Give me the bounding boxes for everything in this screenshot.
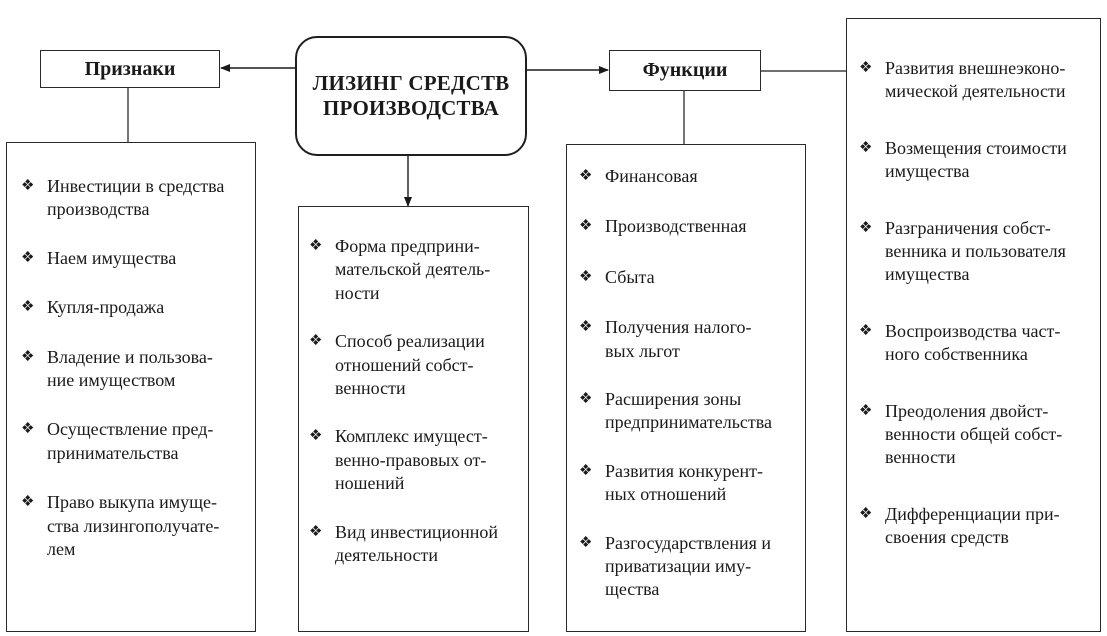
list-item: ❖ Комплекс имущест- венно-правовых от- но… <box>305 425 524 495</box>
diamond-bullet-icon: ❖ <box>859 322 873 339</box>
list-item: ❖ Расширения зоны предпринимательства <box>575 388 801 435</box>
diamond-bullet-icon: ❖ <box>579 218 593 235</box>
diamond-bullet-icon: ❖ <box>309 523 323 540</box>
list-item-text: Комплекс имущест- венно-правовых от- нош… <box>335 426 488 494</box>
signs-list-box: ❖ Инвестиции в средства производства ❖ Нае… <box>6 142 256 632</box>
list-item: ❖ Получения налого- вых льгот <box>575 316 801 363</box>
development-list-box: ❖ Развития внешнеэконо- мической деятельн… <box>846 18 1101 632</box>
diamond-bullet-icon: ❖ <box>309 238 323 254</box>
list-item-text: Способ реализации отношений собст- венно… <box>335 331 485 398</box>
diamond-bullet-icon: ❖ <box>859 219 873 236</box>
list-item-text: Форма предприни- мательской деятель- нос… <box>335 236 491 303</box>
list-item: ❖ Способ реализации отношений собст- венн… <box>305 330 524 400</box>
center-title: ЛИЗИНГ СРЕДСТВ ПРОИЗВОДСТВА <box>312 70 510 120</box>
list-item: ❖ Осуществление пред- принимательства <box>17 418 249 465</box>
list-item: ❖ Право выкупа имуще- ства лизингополучат… <box>17 491 249 561</box>
list-item-text: Наем имущества <box>47 247 177 268</box>
list-item: ❖ Возмещения стоимости имущества <box>855 137 1096 184</box>
list-item: ❖ Вид инвестиционной деятельности <box>305 521 524 568</box>
diamond-bullet-icon: ❖ <box>579 534 593 551</box>
list-item: ❖ Преодоления двойст- венности общей собс… <box>855 400 1096 470</box>
list-item-text: Купля-продажа <box>47 297 165 318</box>
diamond-bullet-icon: ❖ <box>21 178 35 194</box>
list-item: ❖ Наем имущества <box>17 247 249 270</box>
list-item-text: Инвестиции в средства производства <box>47 176 225 220</box>
list-item-text: Получения налого- вых льгот <box>605 317 752 361</box>
list-item: ❖ Владение и пользова- ние имуществом <box>17 346 249 393</box>
diamond-bullet-icon: ❖ <box>859 505 873 522</box>
list-item: ❖ Разграничения собст- венника и пользова… <box>855 217 1096 287</box>
development-list: ❖ Развития внешнеэконо- мической деятельн… <box>855 57 1096 549</box>
list-item-text: Производственная <box>605 216 747 237</box>
diamond-bullet-icon: ❖ <box>21 348 35 365</box>
list-item: ❖ Развития внешнеэконо- мической деятельн… <box>855 57 1096 104</box>
diamond-bullet-icon: ❖ <box>309 428 323 445</box>
list-item-text: Владение и пользова- ние имуществом <box>47 346 213 390</box>
center-title-box: ЛИЗИНГ СРЕДСТВ ПРОИЗВОДСТВА <box>295 36 527 156</box>
diamond-bullet-icon: ❖ <box>21 421 35 438</box>
list-item-text: Сбыта <box>605 266 655 287</box>
list-item-text: Возмещения стоимости имущества <box>885 137 1067 182</box>
diamond-bullet-icon: ❖ <box>309 333 323 350</box>
list-item-text: Преодоления двойст- венности общей собст… <box>885 400 1063 468</box>
forms-list: ❖ Форма предприни- мательской деятель- но… <box>305 235 524 567</box>
diamond-bullet-icon: ❖ <box>21 494 35 511</box>
diamond-bullet-icon: ❖ <box>579 462 593 479</box>
list-item: ❖ Производственная <box>575 215 801 238</box>
diamond-bullet-icon: ❖ <box>579 319 593 336</box>
list-item: ❖ Сбыта <box>575 266 801 289</box>
list-item-text: Финансовая <box>605 166 698 186</box>
diamond-bullet-icon: ❖ <box>859 402 873 419</box>
diamond-bullet-icon: ❖ <box>21 249 35 266</box>
list-item-text: Осуществление пред- принимательства <box>47 419 214 463</box>
list-item: ❖ Форма предприни- мательской деятель- но… <box>305 235 524 305</box>
list-item: ❖ Финансовая <box>575 165 801 188</box>
list-item: ❖ Дифференциации при- своения средств <box>855 503 1096 550</box>
functions-label-box: Функции <box>609 50 761 91</box>
diamond-bullet-icon: ❖ <box>21 299 35 316</box>
list-item-text: Дифференциации при- своения средств <box>885 503 1060 548</box>
diamond-bullet-icon: ❖ <box>859 139 873 156</box>
signs-label-box: Признаки <box>40 50 220 88</box>
list-item-text: Развития конкурент- ных отношений <box>605 460 763 505</box>
list-item-text: Право выкупа имуще- ства лизингополучате… <box>47 492 220 559</box>
signs-list: ❖ Инвестиции в средства производства ❖ Нае… <box>17 175 249 561</box>
diamond-bullet-icon: ❖ <box>579 390 593 407</box>
list-item: ❖ Купля-продажа <box>17 296 249 319</box>
list-item: ❖ Разгосударствления и приватизации иму- … <box>575 532 801 602</box>
list-item: ❖ Воспроизводства част- ного собственника <box>855 320 1096 367</box>
diamond-bullet-icon: ❖ <box>579 168 593 184</box>
list-item-text: Вид инвестиционной деятельности <box>335 521 499 565</box>
list-item-text: Разграничения собст- венника и пользоват… <box>885 217 1066 285</box>
diamond-bullet-icon: ❖ <box>859 60 873 76</box>
list-item: ❖ Развития конкурент- ных отношений <box>575 460 801 507</box>
functions-list-box: ❖ Финансовая ❖ Производственная ❖ Сбыта ❖ По… <box>566 144 806 632</box>
functions-label: Функции <box>642 59 728 81</box>
list-item-text: Развития внешнеэконо- мической деятельно… <box>885 58 1066 102</box>
forms-list-box: ❖ Форма предприни- мательской деятель- но… <box>298 206 529 632</box>
list-item-text: Воспроизводства част- ного собственника <box>885 320 1061 365</box>
functions-list: ❖ Финансовая ❖ Производственная ❖ Сбыта ❖ По… <box>575 165 801 602</box>
diamond-bullet-icon: ❖ <box>579 268 593 285</box>
list-item-text: Разгосударствления и приватизации иму- щ… <box>605 532 772 600</box>
signs-label: Признаки <box>84 57 176 80</box>
list-item-text: Расширения зоны предпринимательства <box>605 388 773 433</box>
list-item: ❖ Инвестиции в средства производства <box>17 175 249 222</box>
